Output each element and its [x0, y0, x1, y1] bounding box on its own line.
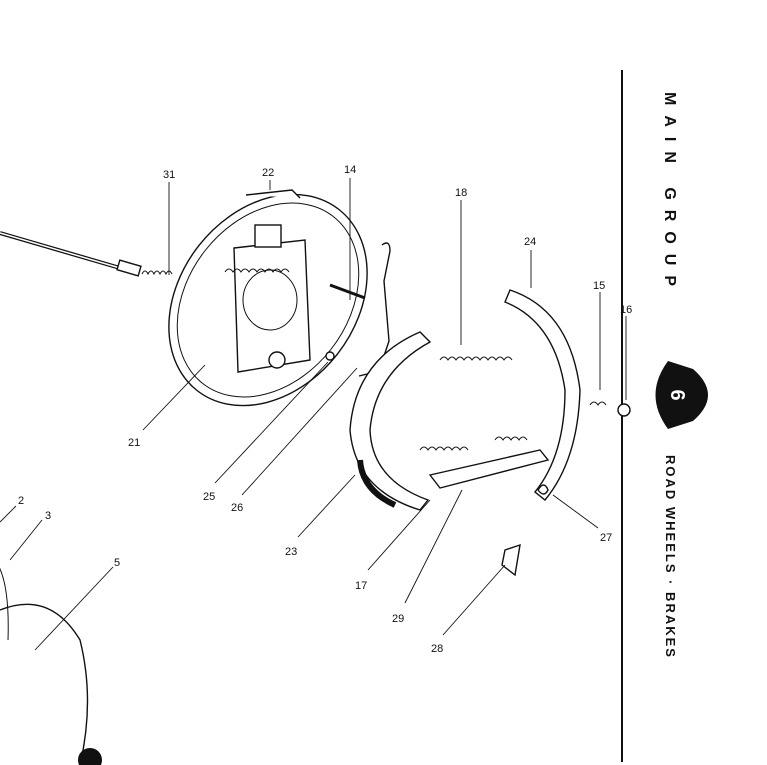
callout-25: 25	[203, 491, 215, 503]
part-16-cap	[617, 403, 631, 417]
handbrake-lever	[358, 242, 391, 377]
callout-3: 3	[45, 510, 51, 522]
brake-shoes	[349, 289, 581, 511]
road-wheel	[0, 567, 102, 765]
group-badge: 6	[655, 361, 708, 429]
callout-29: 29	[392, 613, 404, 625]
callout-22: 22	[262, 167, 274, 179]
section-title: ROAD WHEELS · BRAKES	[663, 455, 678, 659]
callout-27: 27	[600, 532, 612, 544]
callout-21: 21	[128, 437, 140, 449]
callout-28: 28	[431, 643, 443, 655]
callout-16: 16	[620, 304, 632, 316]
callout-31: 31	[163, 169, 175, 181]
handbrake-cable	[0, 231, 173, 277]
part-28-clip	[501, 543, 521, 577]
callout-18: 18	[455, 187, 467, 199]
callout-24: 24	[524, 236, 536, 248]
callout-5: 5	[114, 557, 120, 569]
part-22-clip	[245, 189, 301, 199]
brake-backing-plate	[168, 193, 368, 407]
callout-14: 14	[344, 164, 356, 176]
callout-2: 2	[18, 495, 24, 507]
callout-23: 23	[285, 546, 297, 558]
part-15-spring	[589, 401, 607, 406]
callout-17: 17	[355, 580, 367, 592]
part-27-clip	[537, 484, 549, 495]
group-number: 6	[666, 389, 688, 400]
leader-lines	[0, 178, 627, 651]
callout-26: 26	[231, 502, 243, 514]
callout-15: 15	[593, 280, 605, 292]
callout-labels: 31 22 14 18 24 15 16 21 25 26 23 17 29 2…	[18, 164, 632, 655]
